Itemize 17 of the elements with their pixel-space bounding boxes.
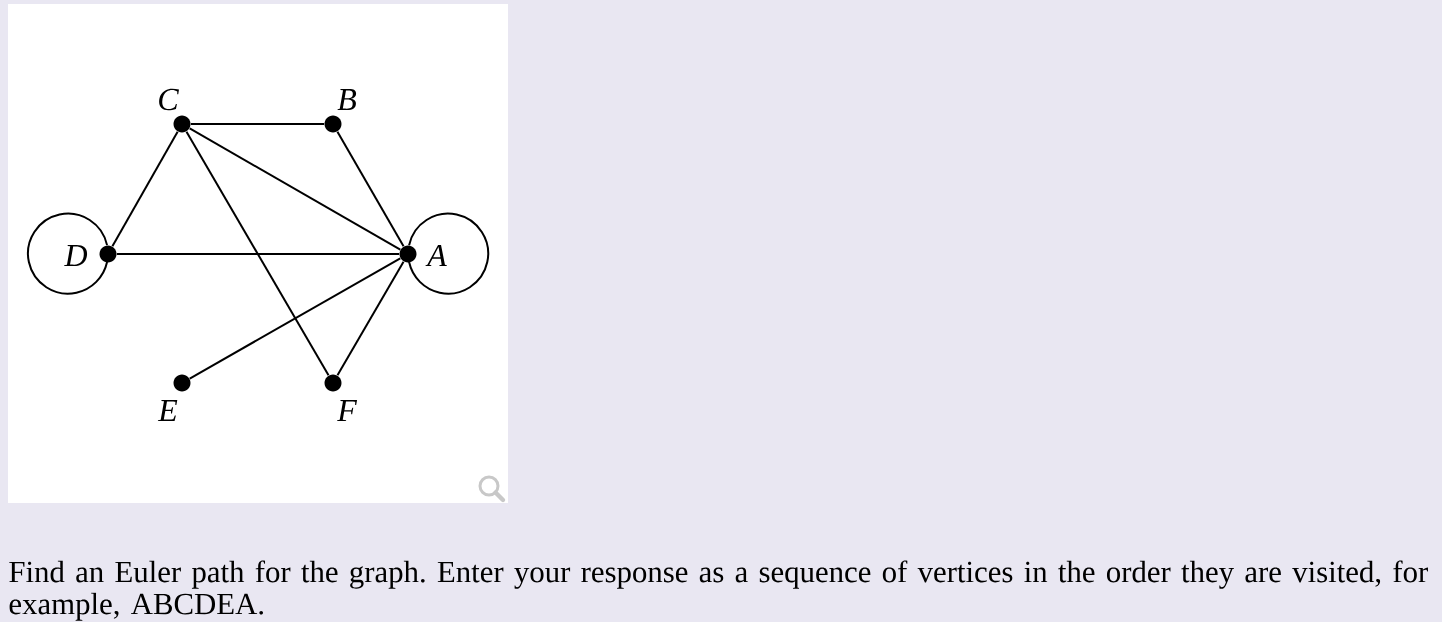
graph-edge <box>115 253 401 255</box>
graph-edge <box>188 257 402 380</box>
vertex-label: E <box>157 400 178 421</box>
graph-edge <box>189 123 326 125</box>
vertex-label: D <box>64 245 88 267</box>
loop-edge <box>407 212 490 295</box>
vertex-label: C <box>159 88 179 111</box>
vertex-label: B <box>337 89 357 111</box>
graph-edge <box>111 130 179 248</box>
loop-edge <box>27 212 109 295</box>
graph-edge <box>336 130 405 248</box>
graph-edge <box>188 127 402 251</box>
graph-edge <box>185 130 330 377</box>
vertex-label: F <box>337 400 358 421</box>
vertex-label: A <box>425 244 447 266</box>
graph-edge <box>336 260 405 377</box>
instruction-text: Find an Euler path for the graph. Enter your response as a sequence of vertices in the order they are visited, for example, ABCDEA. <box>9 560 1428 621</box>
